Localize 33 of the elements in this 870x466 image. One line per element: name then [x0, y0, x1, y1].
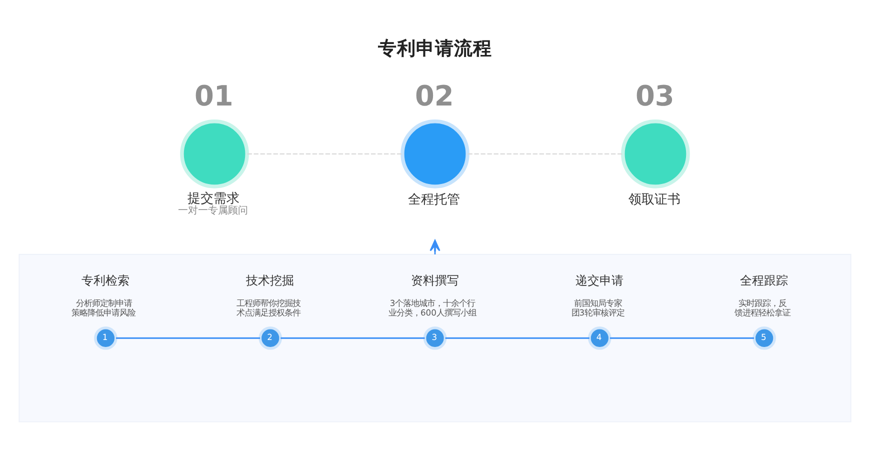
node-label: 全程跟踪 — [740, 274, 788, 288]
connector — [116, 337, 260, 339]
node-label: 资料撰写 — [410, 274, 459, 288]
node-circle — [180, 120, 249, 188]
node-circle: 2 — [258, 326, 282, 350]
connector — [468, 153, 623, 154]
connector — [445, 337, 590, 339]
node-circle — [621, 120, 690, 188]
cluster — [18, 254, 852, 422]
connector — [610, 337, 754, 339]
node-label: 实时跟踪，反馈进程轻松拿证 — [734, 298, 791, 318]
node-label: 技术挖掘 — [246, 274, 294, 288]
node-label: 全程托管 — [408, 192, 460, 208]
node-circle: 5 — [752, 326, 776, 350]
node-circle — [400, 120, 470, 188]
node-label: 02 — [415, 80, 454, 113]
node-label: 递交申请 — [575, 274, 624, 288]
node-label: 03 — [635, 80, 674, 113]
node-label: 前国知局专家团3轮审核评定 — [571, 298, 625, 318]
node-label: 工程师帮你挖掘技术点满足授权条件 — [236, 298, 300, 318]
diagram-title: 专利申请流程 — [378, 38, 492, 60]
connector — [280, 337, 425, 339]
node-label: 3个落地城市，十余个行业分类，600人撰写小组 — [388, 298, 476, 318]
node-label: 领取证书 — [628, 192, 680, 208]
node-circle: 3 — [423, 326, 447, 350]
node-circle: 4 — [588, 326, 612, 350]
node-label: 一对一专属顾问 — [178, 205, 248, 216]
node-label: 专利检索 — [82, 274, 130, 288]
node-label: 分析师定制申请策略降低申请风险 — [72, 298, 136, 318]
connector — [247, 153, 402, 154]
node-circle: 1 — [94, 326, 118, 350]
node-label: 提交需求 — [188, 191, 240, 206]
node-label: 01 — [194, 80, 234, 113]
